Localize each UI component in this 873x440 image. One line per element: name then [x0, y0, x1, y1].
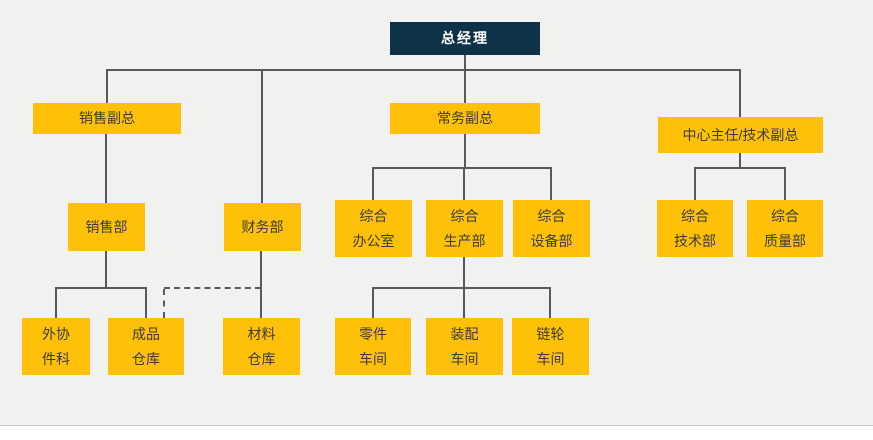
connector-dashed-finance-finishedgoods-horizontal [164, 287, 261, 289]
node-equipment-dept[interactable]: 综合 设备部 [513, 200, 590, 257]
node-material-warehouse[interactable]: 材料 仓库 [223, 318, 300, 375]
connector-center-rail [694, 167, 786, 169]
node-executive-vp[interactable]: 常务副总 [390, 103, 540, 134]
node-assembly-workshop[interactable]: 装配 车间 [426, 318, 503, 375]
node-outsourcing-parts-section[interactable]: 外协 件科 [22, 318, 90, 375]
node-quality-dept[interactable]: 综合 质量部 [747, 200, 823, 257]
connector-production-rail [372, 287, 551, 289]
connector-drop-sprocket-workshop [549, 287, 551, 318]
connector-root-drop [464, 55, 466, 69]
node-sales-vp[interactable]: 销售副总 [33, 103, 181, 134]
connector-productiondept-down [463, 257, 465, 287]
node-sprocket-workshop[interactable]: 链轮 车间 [512, 318, 589, 375]
node-technology-dept[interactable]: 综合 技术部 [657, 200, 733, 257]
node-finished-goods-warehouse[interactable]: 成品 仓库 [108, 318, 184, 375]
connector-drop-outsourcing [55, 287, 57, 318]
connector-drop-quality-dept [784, 167, 786, 200]
connector-drop-production-dept [463, 167, 465, 200]
node-general-office[interactable]: 综合 办公室 [335, 200, 412, 257]
node-production-dept[interactable]: 综合 生产部 [426, 200, 503, 257]
connector-drop-parts-workshop [372, 287, 374, 318]
connector-dashed-finance-finishedgoods-vertical [163, 289, 165, 318]
node-sales-dept[interactable]: 销售部 [68, 203, 145, 251]
connector-drop-finance-dept [261, 69, 263, 203]
connector-drop-technology-dept [694, 167, 696, 200]
connector-execvp-down [464, 134, 466, 167]
node-general-manager[interactable]: 总经理 [390, 22, 540, 55]
connector-finance-to-material [260, 251, 262, 318]
connector-salesvp-to-salesdept [105, 134, 107, 203]
connector-center-down [739, 153, 741, 167]
connector-drop-general-office [372, 167, 374, 200]
node-center-director-technical-vp[interactable]: 中心主任/技术副总 [658, 117, 823, 153]
connector-salesdept-down [105, 251, 107, 287]
node-finance-dept[interactable]: 财务部 [224, 203, 301, 251]
connector-sales-rail [55, 287, 147, 289]
org-chart-canvas: 总经理 销售副总 常务副总 中心主任/技术副总 销售部 财务部 综合 办公室 综… [0, 0, 873, 426]
connector-drop-sales-vp [106, 69, 108, 103]
connector-main-rail [106, 69, 741, 71]
connector-drop-exec-vp [464, 69, 466, 103]
connector-drop-finished-goods [145, 287, 147, 318]
connector-drop-assembly-workshop [463, 287, 465, 318]
node-parts-workshop[interactable]: 零件 车间 [335, 318, 411, 375]
connector-drop-center-director [739, 69, 741, 117]
connector-exec-rail [372, 167, 552, 169]
connector-drop-equipment-dept [550, 167, 552, 200]
